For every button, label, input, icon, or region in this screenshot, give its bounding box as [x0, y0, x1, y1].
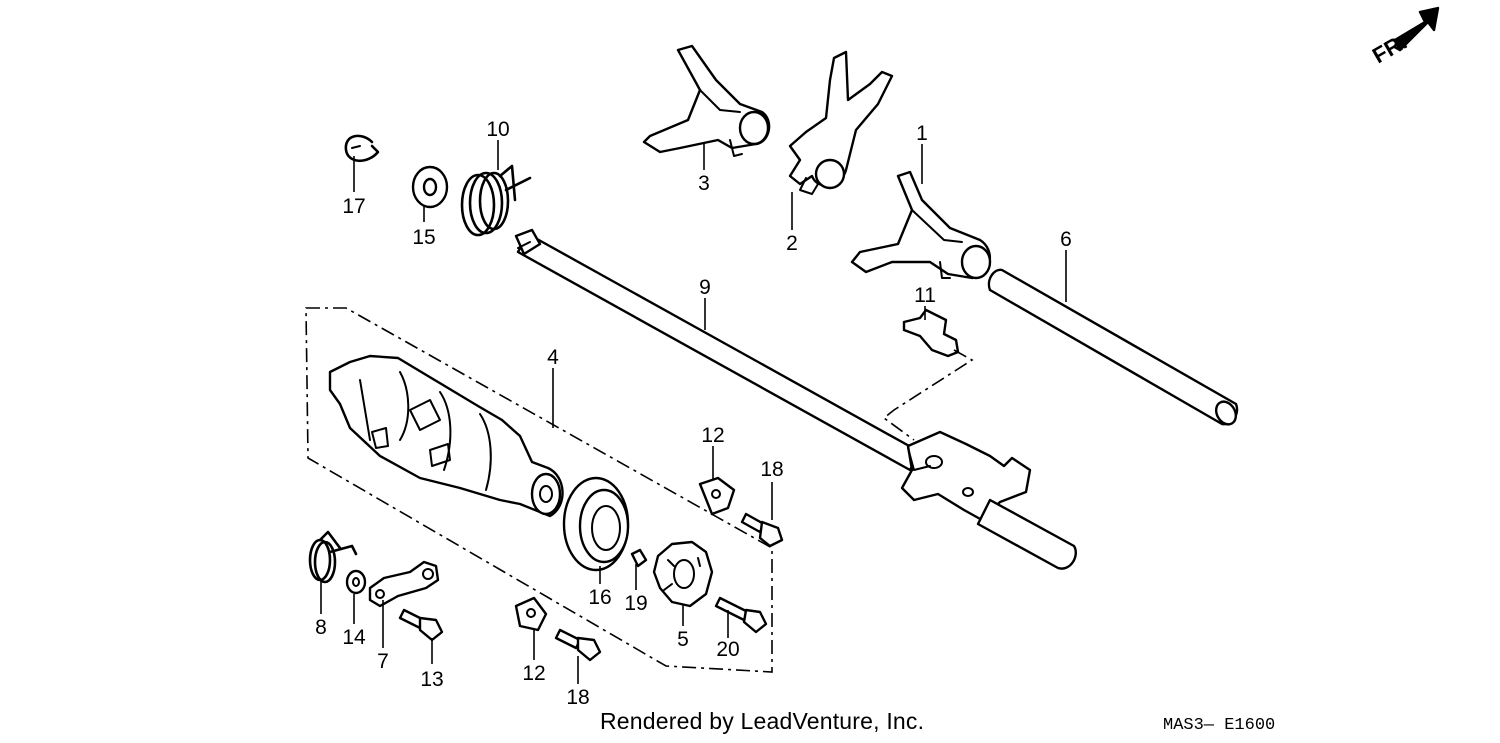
part-18-upper-bolt [740, 512, 784, 548]
part-6-fork-shaft [987, 268, 1239, 426]
part-8-spring [308, 530, 358, 584]
shift-drum-group-outline [305, 307, 773, 673]
callout-2: 2 [786, 232, 798, 255]
callout-1: 1 [916, 122, 928, 145]
part-2-shift-fork [788, 50, 894, 195]
callout-20: 20 [716, 638, 739, 661]
part-13-bolt [398, 608, 444, 642]
callout-12-lower: 12 [522, 662, 545, 685]
callout-10: 10 [486, 118, 509, 141]
part-9-gearshift-spindle [514, 228, 922, 472]
callout-16: 16 [588, 586, 611, 609]
part-19-dowel-pin [630, 548, 648, 568]
part-15-washer [411, 165, 449, 209]
part-11-assembly-outline [882, 349, 974, 441]
part-7-stopper-arm [368, 560, 440, 608]
callout-7: 7 [377, 650, 389, 673]
callout-5: 5 [677, 628, 689, 651]
part-18-lower-bolt [554, 628, 602, 662]
credit-text: Rendered by LeadVenture, Inc. [600, 708, 925, 734]
part-5-drum-center [652, 540, 714, 608]
leader-lines [320, 140, 1067, 684]
callout-17: 17 [342, 195, 365, 218]
gearshift-arm-assembly [900, 430, 1077, 570]
part-14-washer [345, 569, 367, 595]
part-16-bearing [562, 476, 630, 572]
callout-12-upper: 12 [701, 424, 724, 447]
diagram-code: MAS3— E1600 [1163, 716, 1276, 735]
callout-3: 3 [698, 172, 710, 195]
callout-15: 15 [412, 226, 435, 249]
part-4-shift-drum [328, 354, 564, 518]
part-3-shift-fork [642, 44, 771, 157]
part-20-bolt [714, 596, 768, 634]
callout-8: 8 [315, 616, 327, 639]
part-12-lower-plate [514, 596, 548, 632]
callout-13: 13 [420, 668, 443, 691]
callout-18-lower: 18 [566, 686, 589, 709]
callout-9: 9 [699, 276, 711, 299]
part-1-shift-fork [850, 170, 992, 280]
callout-19: 19 [624, 592, 647, 615]
callout-11: 11 [914, 284, 936, 307]
part-17-circlip [344, 134, 380, 163]
callout-18-upper: 18 [760, 458, 783, 481]
callout-14: 14 [342, 626, 366, 649]
front-direction-arrow-icon [1393, 6, 1440, 52]
part-10-spring [460, 164, 532, 237]
part-11-stopper-pin [902, 308, 960, 358]
callout-6: 6 [1060, 228, 1072, 251]
part-12-upper-plate [698, 476, 736, 516]
callout-4: 4 [547, 346, 559, 369]
